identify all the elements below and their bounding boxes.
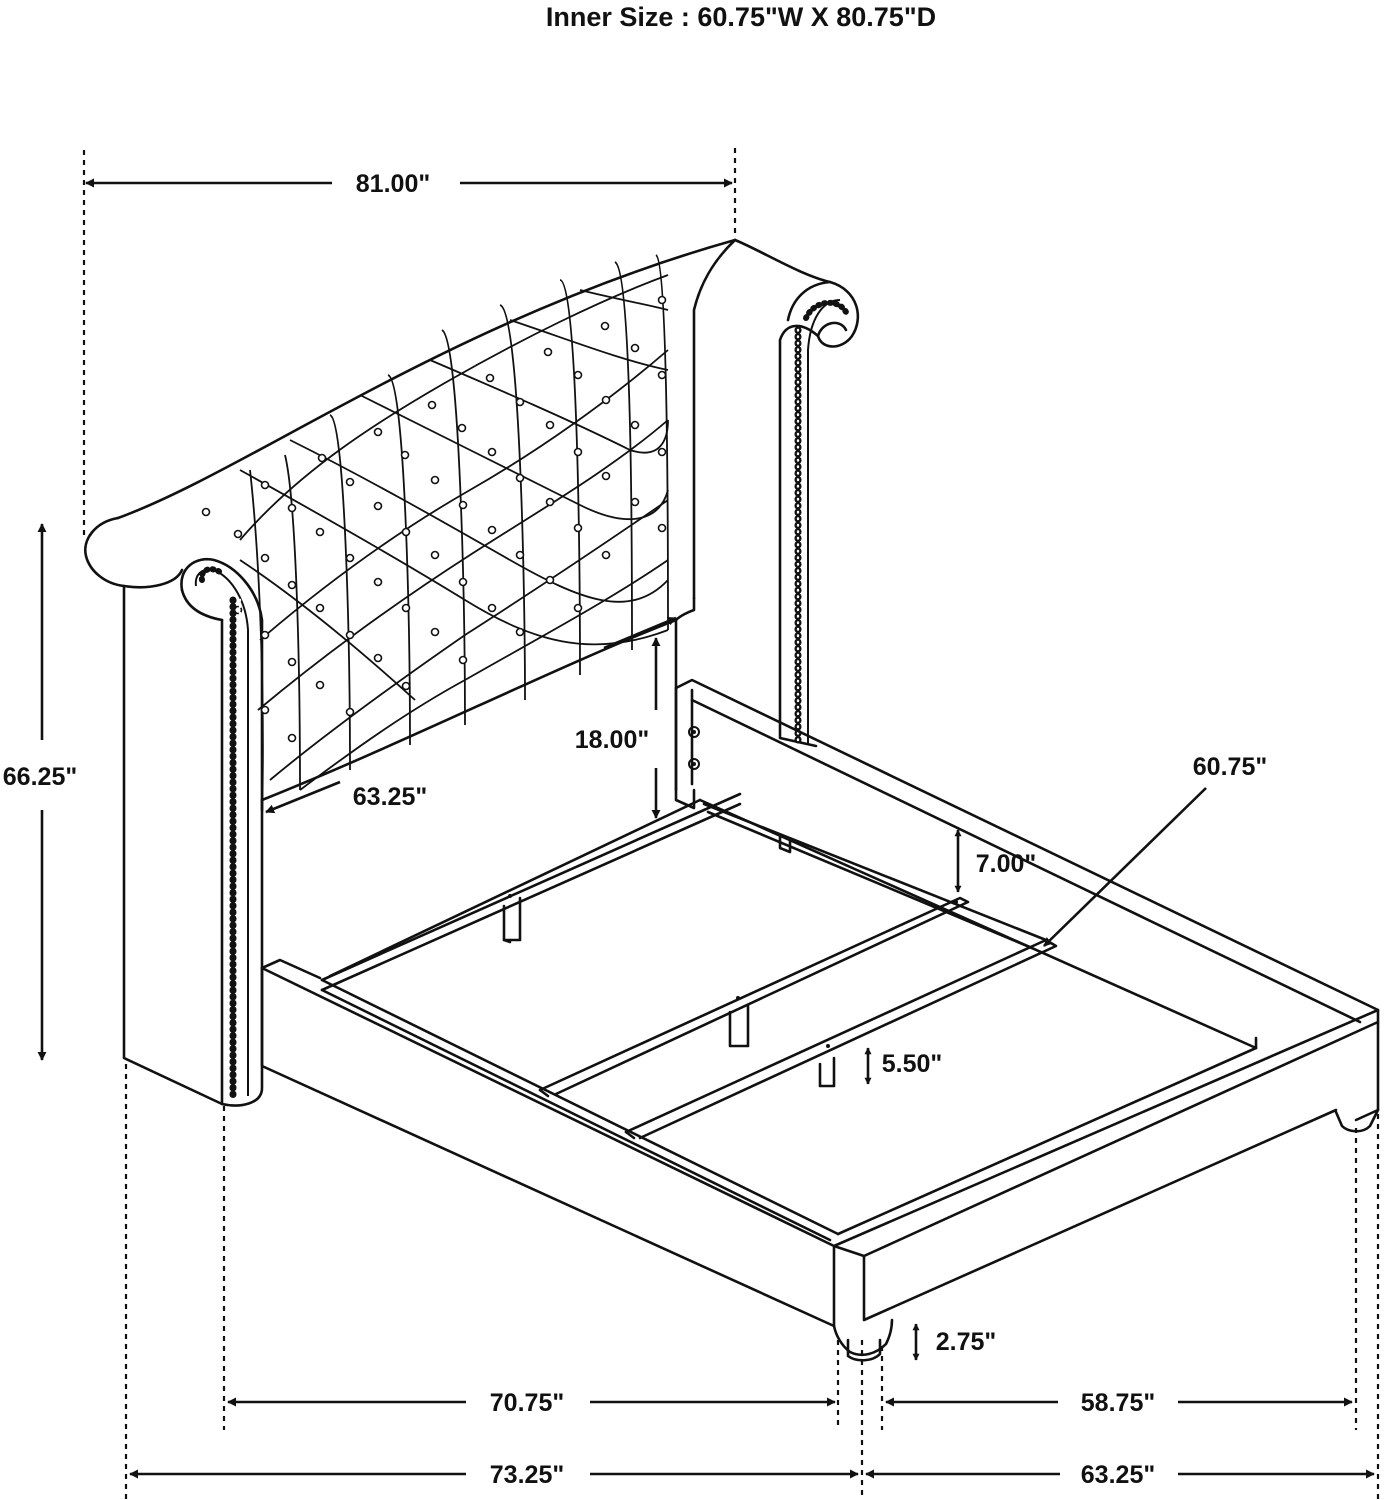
- headboard: [83, 238, 860, 1107]
- overall-width-label: 81.00": [356, 170, 430, 198]
- headboard-clearance-label: 18.00": [575, 726, 649, 754]
- leg-height-label: 2.75": [936, 1328, 997, 1356]
- headboard-height-label: 66.25": [3, 763, 77, 791]
- inner-width-bottom-label: 58.75": [1081, 1389, 1155, 1417]
- inner-length-label: 70.75": [490, 1389, 564, 1417]
- tuft-buttons: [201, 295, 667, 743]
- headboard-inner-width-label: 63.25": [353, 783, 427, 811]
- inner-size-title: Inner Size : 60.75"W X 80.75"D: [546, 2, 936, 32]
- slat-leg-height-label: 5.50": [882, 1050, 943, 1078]
- rail-height-label: 7.00": [976, 850, 1037, 878]
- dimension-guides: [82, 148, 1380, 1500]
- bed-frame: [260, 678, 1380, 1362]
- overall-width-bottom-label: 63.25": [1081, 1461, 1155, 1489]
- inner-width-label: 60.75": [1193, 753, 1267, 781]
- overall-length-label: 73.25": [490, 1461, 564, 1489]
- nailhead-trim: [198, 300, 849, 1102]
